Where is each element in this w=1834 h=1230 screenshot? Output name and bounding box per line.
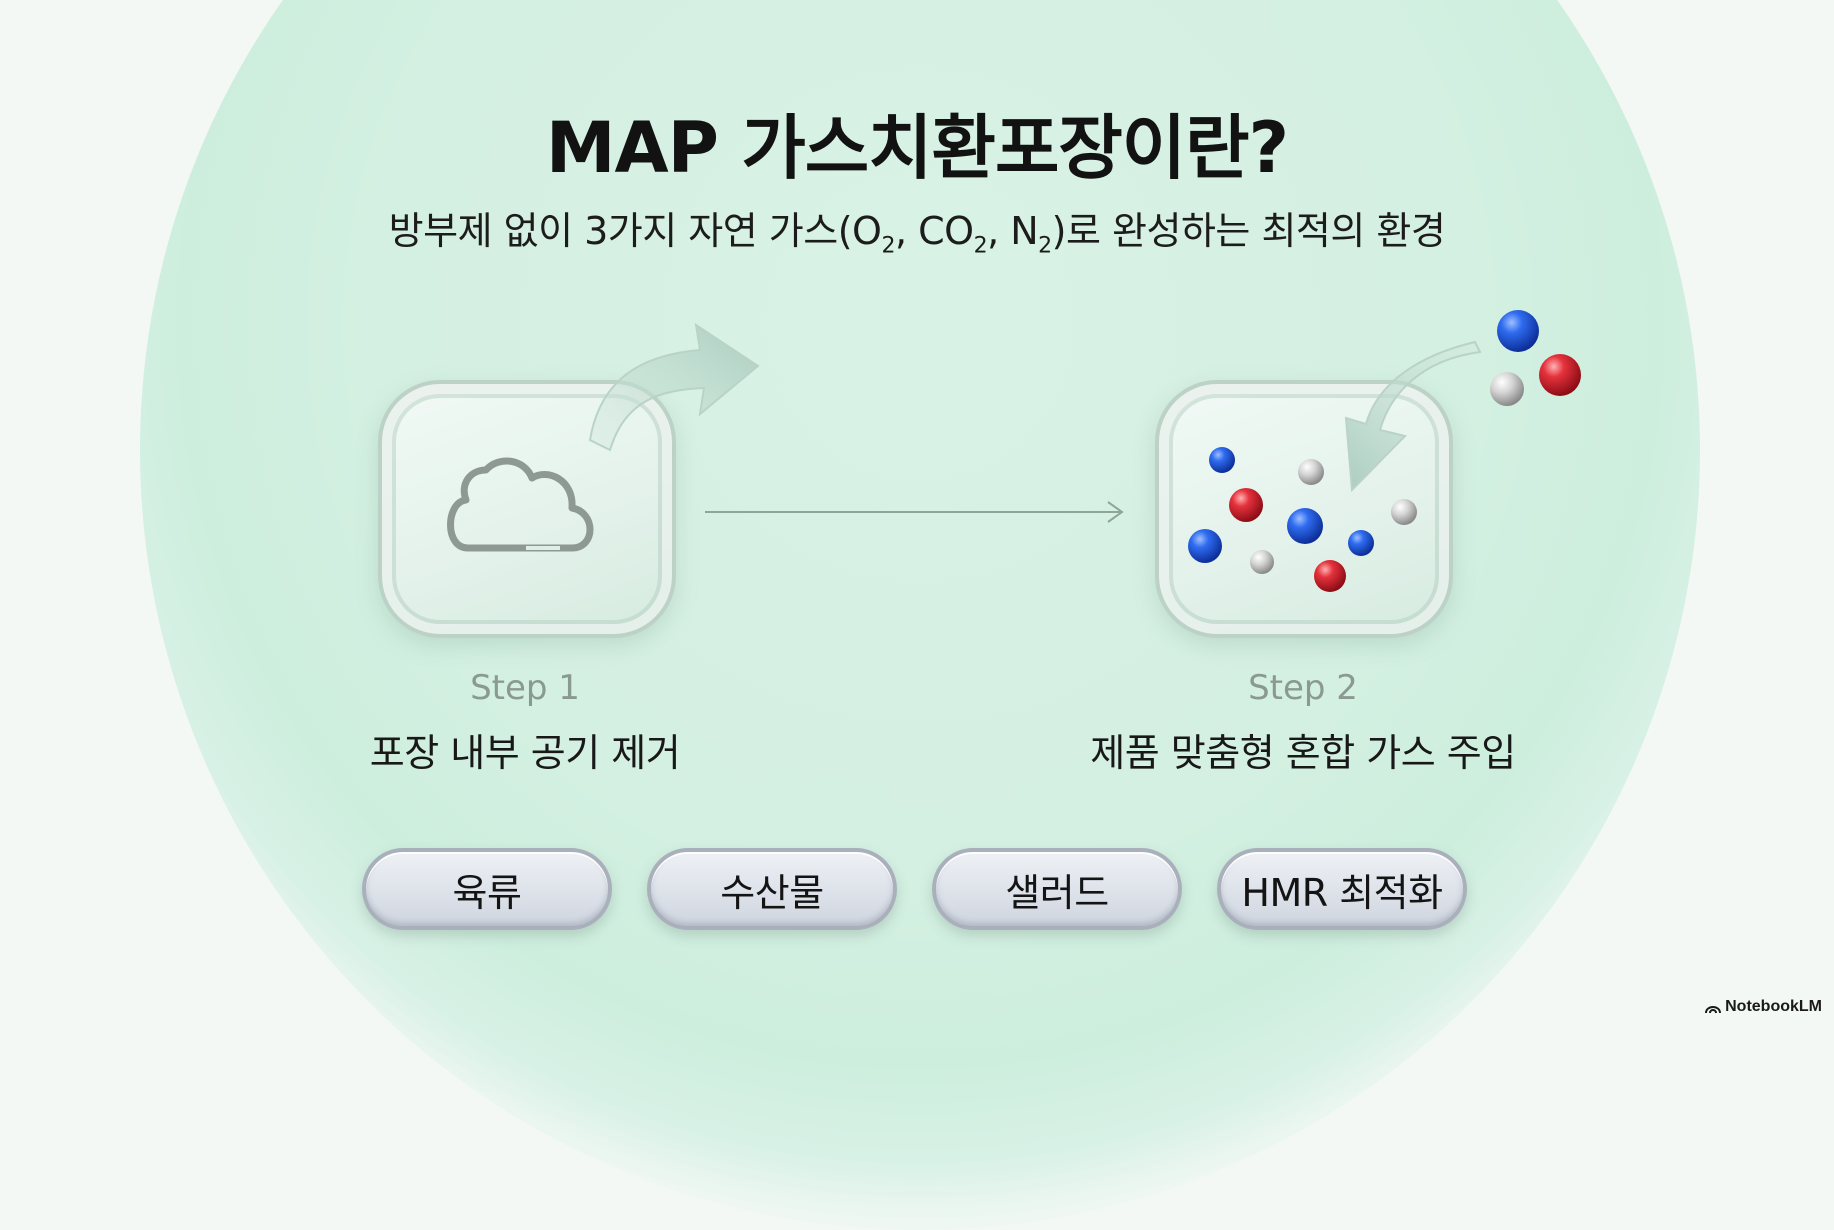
empty-package-box xyxy=(378,380,676,638)
page-title: MAP 가스치환포장이란? xyxy=(545,107,1289,189)
air-removal-arrow xyxy=(588,322,760,452)
step-1-label: Step 1 xyxy=(470,668,580,708)
application-pill-seafood: 수산물 xyxy=(647,848,897,930)
page-subtitle: 방부제 없이 3가지 자연 가스(O2, CO2, N2)로 완성하는 최적의 … xyxy=(388,209,1446,259)
step-1-description: 포장 내부 공기 제거 xyxy=(369,731,681,775)
gas-molecules-outside xyxy=(1490,310,1581,406)
process-arrow xyxy=(705,501,1124,523)
gas-injection-arrow xyxy=(1344,340,1482,493)
application-pill-hmr: HMR 최적화 xyxy=(1217,848,1467,930)
watermark: NotebookLM xyxy=(1705,998,1822,1016)
notebooklm-logo-icon xyxy=(1705,1006,1722,1014)
diagram-graphics xyxy=(447,310,1581,592)
application-pill-salad: 샐러드 xyxy=(932,848,1182,930)
watermark-text: NotebookLM xyxy=(1725,998,1822,1015)
application-pill-meat: 육류 xyxy=(362,848,612,930)
step-2-label: Step 2 xyxy=(1248,668,1358,708)
cloud-icon xyxy=(447,457,594,552)
step-2-description: 제품 맞춤형 혼합 가스 주입 xyxy=(1090,731,1516,775)
gas-molecules-icon xyxy=(1188,447,1417,592)
